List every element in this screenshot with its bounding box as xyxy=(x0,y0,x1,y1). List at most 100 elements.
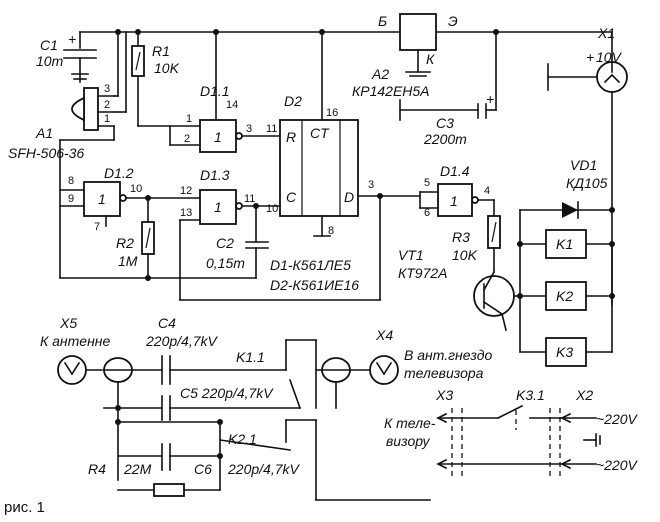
d1-2-pin-8: 8 xyxy=(68,175,74,187)
d1-4-pin-6: 6 xyxy=(424,207,430,219)
vt1-value: КТ972А xyxy=(398,265,448,281)
x1-plus: + xyxy=(586,49,594,65)
r1-label: R1 xyxy=(152,43,170,59)
capacitor-c1 xyxy=(63,49,97,80)
c2-value: 0,15m xyxy=(206,255,245,271)
diode-vd1 xyxy=(562,202,578,218)
relay-k2 xyxy=(545,281,587,311)
a1-pin-1: 1 xyxy=(104,113,110,125)
a2-value: КР142ЕН5А xyxy=(352,83,430,99)
regulator-a2 xyxy=(399,13,437,51)
c5-label: C5 220p/4,7kV xyxy=(180,385,274,401)
r4-label: R4 xyxy=(88,461,106,477)
d1-2-glyph: 1 xyxy=(98,191,106,207)
x4-desc-1: В ант.гнездо xyxy=(404,347,492,363)
a1-pin-2: 2 xyxy=(104,99,110,111)
ir-receiver-a1 xyxy=(71,87,115,131)
note-d2: D2-К561ИЕ16 xyxy=(270,277,359,293)
x4-desc-2: телевизора xyxy=(404,365,484,381)
gate-d1-4-inverter xyxy=(471,196,479,204)
a2-pin-b: Б xyxy=(378,13,387,29)
junction-dot xyxy=(217,419,223,425)
junction-dot xyxy=(319,29,325,35)
junction-dot xyxy=(517,293,523,299)
d1-2-pin-10: 10 xyxy=(130,183,142,195)
gate-d1-1 xyxy=(199,119,237,153)
k3-label: K3 xyxy=(556,344,573,360)
connector-x5 xyxy=(57,355,87,385)
d1-1-pin-3: 3 xyxy=(246,123,252,135)
c1-label: C1 xyxy=(40,37,58,53)
d2-pin-11: 11 xyxy=(266,123,277,135)
a1-pin-3: 3 xyxy=(104,83,110,95)
c1-plus: + xyxy=(68,31,76,47)
k1-1-label: K1.1 xyxy=(236,349,265,365)
d1-1-pin-1: 1 xyxy=(186,113,192,125)
connector-x4 xyxy=(369,355,399,385)
d1-1-pin-14: 14 xyxy=(226,99,238,111)
a1-value: SFH-506-36 xyxy=(8,145,84,161)
r4-value: 22M xyxy=(123,461,152,477)
junction-dot xyxy=(253,203,259,209)
r1-value: 10K xyxy=(154,60,180,76)
d1-3-pin-11: 11 xyxy=(244,193,255,205)
power-rail-wires xyxy=(59,31,613,306)
note-d1: D1-К561ЛЕ5 xyxy=(270,257,351,273)
a2-pin-e: Э xyxy=(448,13,458,29)
c4-label: C4 xyxy=(158,315,176,331)
x2-label: X2 xyxy=(575,387,593,403)
junction-dot xyxy=(115,29,121,35)
c1-value: 10m xyxy=(36,53,64,69)
c3-plus: + xyxy=(486,91,494,107)
vt1-label: VT1 xyxy=(398,247,424,263)
junction-dot xyxy=(145,195,151,201)
vd1-value: КД105 xyxy=(566,175,608,191)
to-tv-1: К теле- xyxy=(384,415,436,431)
d1-1-glyph: 1 xyxy=(214,129,222,145)
relay-k1 xyxy=(545,229,587,259)
gate-d1-3-inverter xyxy=(235,202,243,210)
junction-dot xyxy=(377,193,383,199)
x3-label: X3 xyxy=(435,387,453,403)
d2-pin-8: 8 xyxy=(328,225,334,237)
r2-value: 1M xyxy=(118,253,138,269)
x5-label: X5 xyxy=(59,315,77,331)
x1-value: 10V xyxy=(596,49,623,65)
r3-value: 10K xyxy=(452,247,478,263)
k1-label: K1 xyxy=(556,236,573,252)
a2-pin-k: К xyxy=(426,51,435,67)
d1-4-label: D1.4 xyxy=(440,163,470,179)
gate-d1-3 xyxy=(199,189,237,225)
d2-glyph-ct: CT xyxy=(310,125,330,141)
x1-label: X1 xyxy=(597,25,615,41)
gate-d1-1-inverter xyxy=(235,132,243,140)
d2-pin-3: 3 xyxy=(368,179,374,191)
d2-label: D2 xyxy=(284,93,302,109)
junction-dot xyxy=(517,241,523,247)
x5-desc: К антенне xyxy=(40,333,110,349)
k2-label: K2 xyxy=(556,288,573,304)
transistor-vt1 xyxy=(473,270,521,331)
d1-1-pin-2: 2 xyxy=(184,133,190,145)
c3-value: 2200m xyxy=(423,131,467,147)
d1-3-label: D1.3 xyxy=(200,167,230,183)
junction-dot xyxy=(135,29,141,35)
d1-2-label: D1.2 xyxy=(104,165,134,181)
c3-label: C3 xyxy=(436,115,454,131)
c6-value: 220p/4,7kV xyxy=(227,461,300,477)
d2-glyph-c: C xyxy=(286,189,297,205)
counter-d2 xyxy=(279,119,359,217)
c4-value: 220p/4,7kV xyxy=(145,333,218,349)
d1-2-pin-9: 9 xyxy=(68,193,74,205)
d1-3-pin-13: 13 xyxy=(180,207,192,219)
junction-dot xyxy=(217,453,223,459)
d1-4-glyph: 1 xyxy=(450,193,458,209)
v220-b: ~220V xyxy=(596,457,639,473)
connector-x1 xyxy=(547,61,628,93)
a2-label: A2 xyxy=(371,66,389,82)
to-tv-2: визору xyxy=(386,433,431,449)
d2-glyph-r: R xyxy=(286,129,296,145)
d2-pin-10: 10 xyxy=(266,203,278,215)
